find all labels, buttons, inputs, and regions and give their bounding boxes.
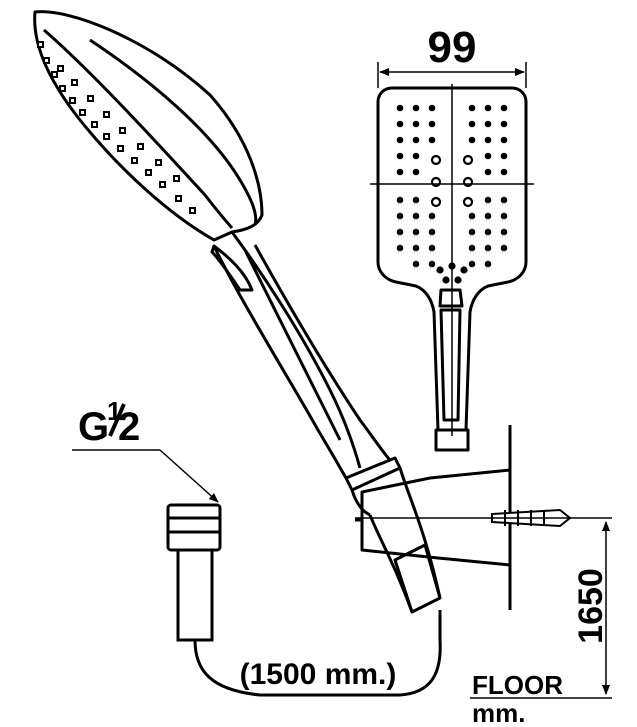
front-center-lines [370,84,534,436]
front-center-nozzles [430,154,474,208]
floor-label: FLOOR [472,670,563,700]
side-nozzles [37,41,196,214]
hose-connector [166,503,222,642]
hose-line [193,610,442,697]
hand-shower-side-view [33,10,442,614]
hose-length-label: (1500 mm.) [240,658,397,691]
thread-label-prefix: G [78,405,109,449]
width-dimension [377,62,527,88]
height-dimension [470,521,612,699]
thread-label-denominator: 2 [118,405,140,449]
height-dimension-value: 1650 [572,568,610,644]
thread-fraction-slash [108,403,126,437]
thread-leader [72,449,219,503]
unit-label: mm. [472,698,525,727]
width-dimension-value: 99 [428,23,477,72]
